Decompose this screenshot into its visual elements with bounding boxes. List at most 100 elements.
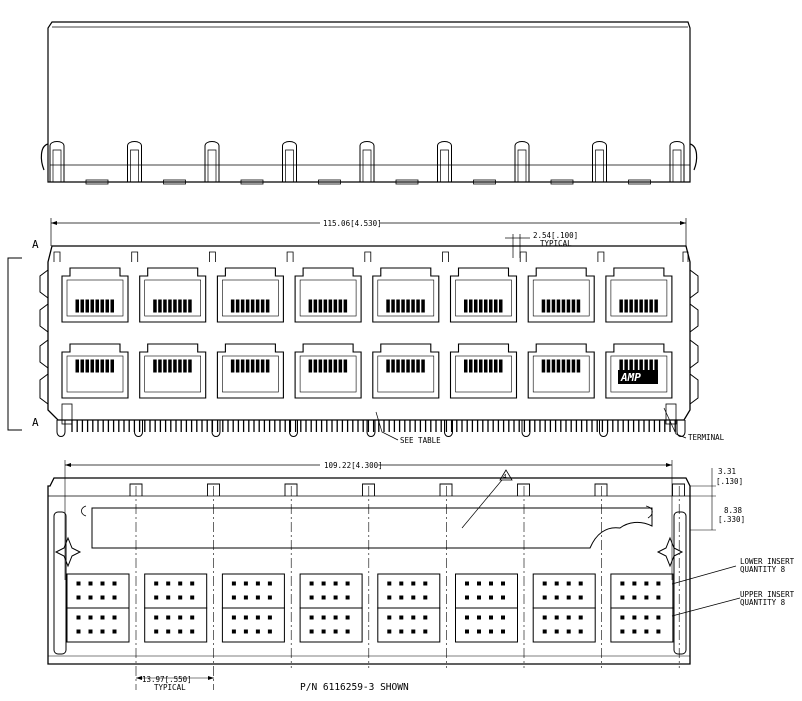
contact-dot — [387, 629, 392, 634]
contact-dot — [399, 581, 404, 586]
contact-dot — [112, 629, 117, 634]
jack-contact — [484, 359, 488, 373]
jack-contact — [318, 359, 323, 373]
jack-contact — [571, 299, 576, 313]
jack-opening — [527, 343, 595, 399]
top-view-foot — [318, 179, 341, 185]
jack-contact — [250, 359, 255, 373]
contact-dot — [411, 595, 416, 600]
contact-dot — [423, 595, 428, 600]
contact-dot — [578, 595, 583, 600]
part-number-note: P/N 6116259-3 SHOWN — [300, 682, 409, 693]
board-lock — [56, 420, 66, 437]
jack-inner — [222, 355, 279, 393]
contact-dot — [88, 581, 93, 586]
latch-tab — [282, 141, 297, 182]
jack-port — [449, 343, 518, 399]
jack-inner — [532, 279, 590, 317]
contact-dot — [345, 595, 350, 600]
latch-tab-inner — [285, 149, 294, 182]
right-mount-star — [656, 536, 684, 568]
contact-dot — [345, 629, 350, 634]
contact-dot — [566, 581, 571, 586]
jack-contact — [406, 359, 410, 373]
jack-port — [139, 343, 207, 399]
lower-insert — [532, 573, 596, 609]
contact-dot — [554, 615, 559, 620]
contact-dot — [154, 629, 159, 634]
jack-contact — [489, 359, 493, 373]
jack-contacts — [386, 359, 425, 373]
board-lock — [366, 420, 376, 437]
jack-contacts — [619, 299, 658, 313]
contact-dot — [231, 595, 236, 600]
left-peg — [61, 403, 73, 425]
jack-contact — [183, 359, 187, 373]
jack-opening — [216, 343, 284, 399]
jack-contact — [178, 359, 182, 373]
contact-dot — [411, 629, 416, 634]
jack-port — [294, 343, 362, 399]
bottom-latch — [594, 483, 608, 496]
latch-tab-inner — [362, 149, 372, 182]
section-label-bottom: A — [32, 416, 39, 429]
contact-dot — [243, 615, 248, 620]
contact-dot — [100, 595, 105, 600]
jack-inner — [144, 355, 201, 393]
amp-logo-box — [618, 370, 658, 384]
jack-inner — [610, 279, 668, 317]
contact-dot — [309, 595, 314, 600]
jack-contact — [85, 359, 89, 373]
jack-port — [372, 267, 440, 323]
jack-inner — [455, 279, 512, 317]
jack-contact — [619, 299, 623, 313]
contact-dot — [489, 615, 493, 620]
jack-contact — [323, 359, 328, 373]
jack-contact — [100, 359, 104, 373]
jack-port — [61, 343, 129, 399]
contact-dot — [76, 615, 81, 620]
jack-contacts — [230, 359, 270, 373]
port-ridge — [597, 251, 605, 262]
jack-contact — [571, 359, 576, 373]
jack-contact — [386, 299, 390, 313]
bottom-latch — [284, 483, 298, 496]
jack-inner — [144, 279, 201, 317]
contact-dot — [542, 595, 547, 600]
jack-contact — [265, 299, 270, 313]
port-pitch-dim: 13.97[.550] — [142, 675, 192, 684]
jack-contacts — [153, 299, 192, 313]
dim-b-value: 8.38 — [724, 506, 743, 515]
jack-contact — [235, 299, 240, 313]
contact-dot — [477, 629, 481, 634]
contact-dot — [321, 629, 326, 634]
contact-dot — [542, 629, 547, 634]
contact-dot — [542, 581, 547, 586]
contact-dot — [112, 595, 117, 600]
jack-contact — [391, 299, 395, 313]
latch-tab-inner — [130, 149, 139, 182]
port-ridge — [442, 251, 449, 262]
top-view-foot — [550, 179, 574, 185]
jack-contact — [153, 359, 157, 373]
jack-contact — [158, 359, 162, 373]
jack-contact — [474, 359, 478, 373]
jack-inner — [299, 279, 357, 317]
jack-contact — [308, 359, 313, 373]
port-ridge — [209, 251, 216, 262]
jack-contact — [639, 299, 643, 313]
jack-contact — [406, 299, 410, 313]
contact-dot — [489, 581, 493, 586]
jack-contact — [489, 299, 493, 313]
bottom-body-outline — [47, 477, 691, 665]
jack-contact — [318, 299, 323, 313]
contact-dot — [632, 595, 637, 600]
latch-tab — [514, 141, 530, 182]
contact-dot — [166, 595, 171, 600]
see-table-callout: SEE TABLE — [400, 436, 441, 445]
contact-dot — [190, 595, 195, 600]
contact-dot — [267, 615, 272, 620]
contact-dot — [489, 595, 493, 600]
contact-dot — [632, 615, 637, 620]
jack-port — [527, 343, 595, 399]
